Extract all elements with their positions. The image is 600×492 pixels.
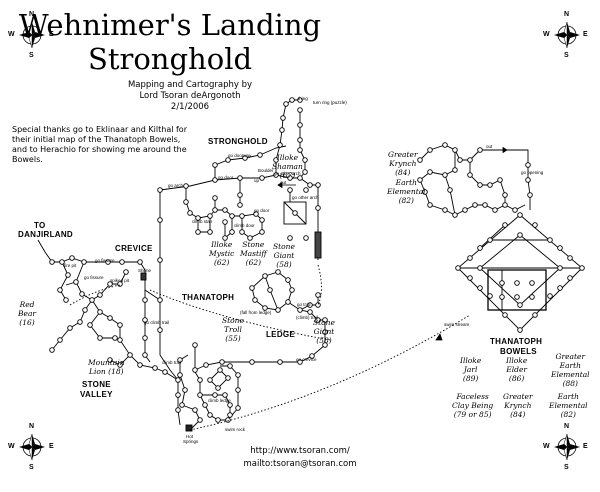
path-note: swim rock bbox=[225, 427, 245, 432]
region-label: STRONGHOLD bbox=[208, 137, 268, 146]
path-note: climb stair bbox=[192, 219, 213, 224]
thanks-line: and to Herachio for showing me around th… bbox=[12, 145, 187, 154]
compass-e: E bbox=[583, 31, 588, 38]
compass-n: N bbox=[29, 423, 35, 430]
compass-rose-icon bbox=[553, 21, 581, 49]
path-note: Hot bbox=[186, 434, 194, 439]
site-link[interactable]: http://www.tsoran.com/ bbox=[250, 446, 350, 456]
path-note: go fissure bbox=[84, 275, 104, 280]
path-note: climb trail bbox=[162, 360, 182, 365]
region-label: LEDGE bbox=[266, 330, 296, 339]
compass-s: S bbox=[564, 52, 569, 59]
path-note: Springs bbox=[183, 439, 199, 444]
path-note: go other arch bbox=[292, 195, 319, 200]
path-note: spiked pit bbox=[110, 278, 130, 283]
path-note: go crevice bbox=[296, 357, 317, 362]
compass-rose-icon bbox=[553, 433, 581, 461]
region-label: THANATOPH bbox=[182, 293, 235, 302]
compass-w: W bbox=[543, 31, 550, 38]
path-note: (climb) trail bbox=[296, 315, 318, 320]
credit-line: Mapping and Cartography by bbox=[127, 80, 253, 90]
path-note: Boulder bbox=[258, 168, 274, 173]
path-note: go door bbox=[254, 208, 270, 213]
region-label: BOWELS bbox=[500, 347, 537, 356]
credit-author: Lord Tsoran deArgonoth bbox=[139, 91, 241, 101]
path-note: turn ring (puzzle) bbox=[313, 100, 347, 105]
compass-w: W bbox=[8, 31, 15, 38]
region-label: CREVICE bbox=[115, 244, 153, 253]
compass-s: S bbox=[564, 464, 569, 471]
compass-n: N bbox=[564, 11, 570, 18]
compass-w: W bbox=[8, 443, 15, 450]
compass-w: W bbox=[543, 443, 550, 450]
region-label: DANJIRLAND bbox=[18, 230, 73, 239]
path-note: up bbox=[254, 178, 260, 183]
thanks-line: Bowels. bbox=[12, 155, 43, 164]
path-note: go fissure bbox=[95, 258, 115, 263]
thanks-line: their initial map of the Thanatoph Bowel… bbox=[12, 135, 181, 144]
compass-e: E bbox=[583, 443, 588, 450]
compass-e: E bbox=[49, 31, 54, 38]
path-note: thing bbox=[298, 96, 308, 101]
region-label: VALLEY bbox=[80, 390, 113, 399]
email-link[interactable]: mailto:tsoran@tsoran.com bbox=[243, 459, 357, 469]
credit-date: 2/1/2006 bbox=[170, 102, 210, 112]
compass-n: N bbox=[564, 423, 570, 430]
thanks-line: Special thanks go to Eklinaar and Kiltha… bbox=[12, 125, 187, 134]
path-note: go climb trail bbox=[144, 320, 170, 325]
compass-rose-icon bbox=[18, 433, 46, 461]
path-note: (fall from ledge) bbox=[240, 310, 272, 315]
region-label: THANATOPH bbox=[490, 337, 543, 346]
map-title-line2: Stronghold bbox=[87, 42, 253, 76]
path-note: go other arch bbox=[274, 171, 301, 176]
path-note: swim stream bbox=[444, 322, 470, 327]
path-note: climb ledge bbox=[208, 398, 231, 403]
path-note: go opening bbox=[521, 170, 544, 175]
path-note: go doorway bbox=[228, 153, 252, 158]
path-note: climb door bbox=[234, 223, 255, 228]
path-note: out bbox=[280, 180, 287, 185]
region-label: TO bbox=[34, 221, 46, 230]
region-label: STONE bbox=[82, 380, 111, 389]
compass-n: N bbox=[29, 11, 35, 18]
map-title-line1: Wehnimer's Landing bbox=[18, 8, 322, 42]
compass-e: E bbox=[49, 443, 54, 450]
path-note: go trail bbox=[297, 302, 311, 307]
path-note: go door bbox=[218, 175, 234, 180]
path-note: go arch bbox=[168, 183, 184, 188]
compass-s: S bbox=[29, 52, 34, 59]
path-note: Shrine bbox=[138, 268, 152, 273]
path-note: out bbox=[486, 144, 493, 149]
compass-s: S bbox=[29, 464, 34, 471]
path-note: fire pit bbox=[64, 263, 77, 268]
